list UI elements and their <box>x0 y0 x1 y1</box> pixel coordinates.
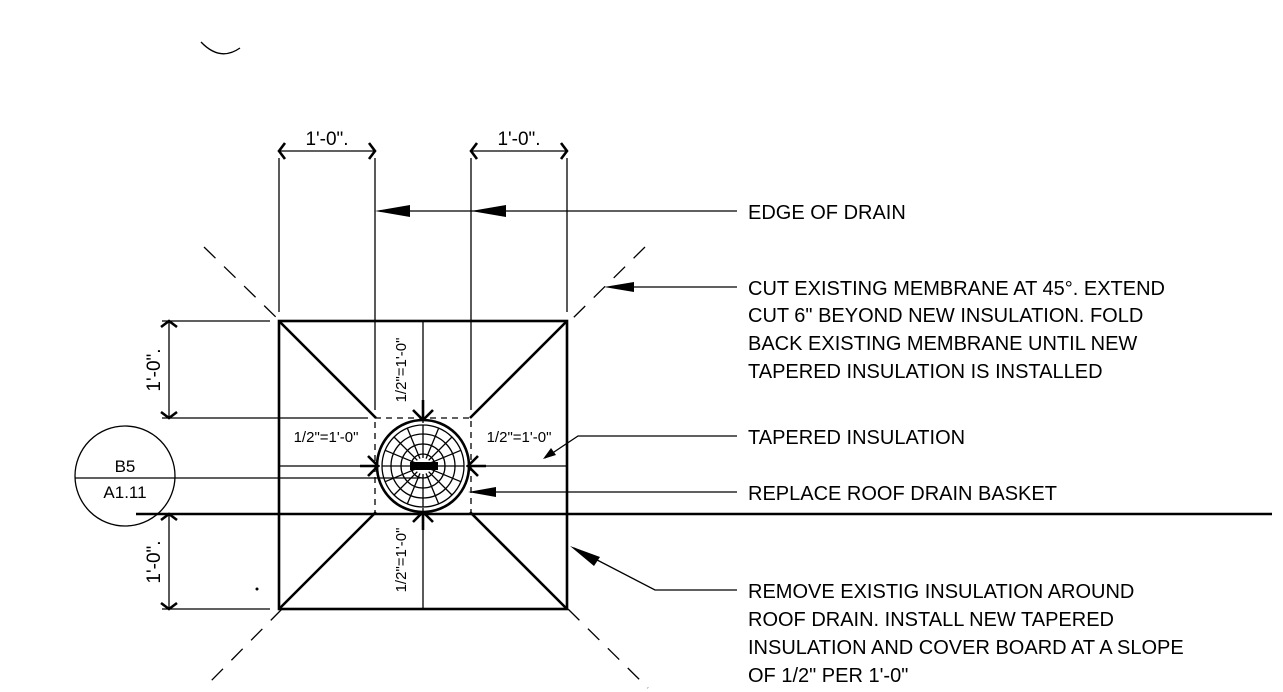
slope-label-bottom: 1/2"=1'-0" <box>393 528 410 593</box>
leader-lines <box>375 205 737 591</box>
tapered-insulation-square <box>277 319 569 611</box>
callout-edge-of-drain: EDGE OF DRAIN <box>748 202 906 224</box>
section-tag-detail: B5 <box>115 457 136 476</box>
drain-grate-spoke <box>430 468 462 483</box>
slope-label-top: 1/2"=1'-0" <box>393 338 410 403</box>
svg-text:CUT 6" BEYOND NEW INSULATION.: CUT 6" BEYOND NEW INSULATION. FOLD <box>748 305 1143 327</box>
svg-text:INSULATION AND COVER BOARD AT: INSULATION AND COVER BOARD AT A SLOPE <box>748 637 1184 659</box>
drain-grate-spoke <box>428 471 453 496</box>
roof-drain-basket <box>375 418 471 514</box>
svg-text:TAPERED INSULATION IS INSTALLE: TAPERED INSULATION IS INSTALLED <box>748 361 1103 383</box>
section-tag-sheet: A1.11 <box>103 483 146 502</box>
drain-grate-spoke <box>425 427 440 459</box>
svg-text:REPLACE ROOF DRAIN BASKET: REPLACE ROOF DRAIN BASKET <box>748 483 1057 505</box>
slope-label-right: 1/2"=1'-0" <box>487 429 552 446</box>
dimension-top-right: 1'-0". <box>497 129 540 150</box>
drain-grate-spoke <box>406 427 421 459</box>
callout-cut-membrane: CUT EXISTING MEMBRANE AT 45°. EXTEND CUT… <box>748 278 1165 383</box>
svg-text:CUT EXISTING MEMBRANE AT 45°.: CUT EXISTING MEMBRANE AT 45°. EXTEND <box>748 278 1165 300</box>
callout-replace-basket: REPLACE ROOF DRAIN BASKET <box>748 483 1057 505</box>
svg-text:ROOF DRAIN. INSTALL NEW TAPERE: ROOF DRAIN. INSTALL NEW TAPERED <box>748 609 1114 631</box>
drain-grate-spoke <box>428 436 453 461</box>
svg-text:REMOVE EXISTIG INSULATION AROU: REMOVE EXISTIG INSULATION AROUND <box>748 581 1134 603</box>
slope-label-left: 1/2"=1'-0" <box>294 429 359 446</box>
arc-mark <box>200 41 241 55</box>
dimension-lines <box>160 142 569 611</box>
svg-text:TAPERED INSULATION: TAPERED INSULATION <box>748 427 965 449</box>
dimension-top-left: 1'-0". <box>305 129 348 150</box>
svg-text:OF 1/2" PER 1'-0": OF 1/2" PER 1'-0" <box>748 665 908 687</box>
section-tag: B5 A1.11 <box>74 425 420 527</box>
drain-grate-spoke <box>393 471 418 496</box>
dot-mark <box>255 587 259 591</box>
membrane-cut-lines <box>203 246 649 689</box>
dimension-left-lower: 1'-0". <box>144 540 165 583</box>
svg-text:EDGE OF DRAIN: EDGE OF DRAIN <box>748 202 906 224</box>
drain-grate-spoke <box>384 468 416 483</box>
extension-lines <box>162 158 568 610</box>
callout-tapered-insulation: TAPERED INSULATION <box>748 427 965 449</box>
drain-grate-spoke <box>430 449 462 464</box>
callout-remove-insulation: REMOVE EXISTIG INSULATION AROUND ROOF DR… <box>748 581 1184 687</box>
dimension-left-upper: 1'-0". <box>144 348 165 391</box>
drain-grate-spoke <box>393 436 418 461</box>
drain-grate-spoke <box>425 473 440 505</box>
drain-grate-spoke <box>384 449 416 464</box>
svg-text:BACK EXISTING MEMBRANE UNTIL N: BACK EXISTING MEMBRANE UNTIL NEW <box>748 333 1137 355</box>
